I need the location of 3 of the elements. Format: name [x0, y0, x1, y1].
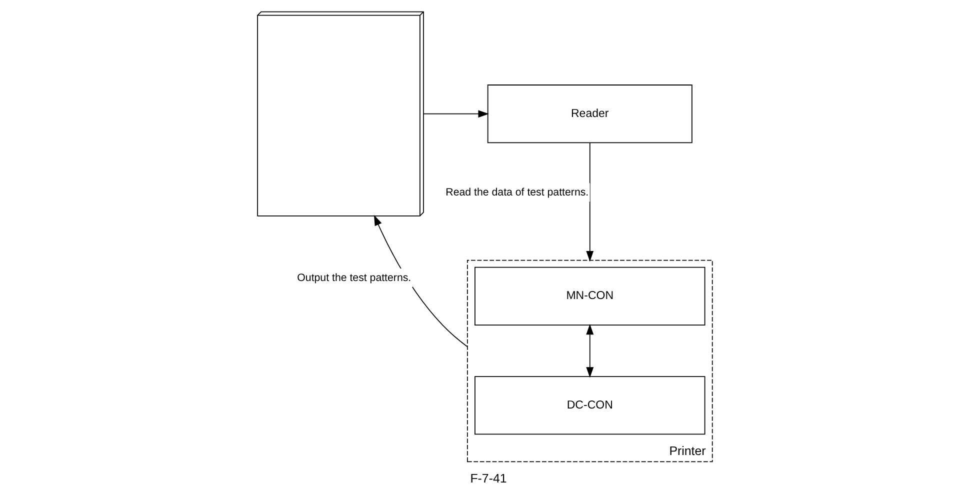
caption: F-7-41 [470, 471, 507, 486]
edge-label: Read the data of test patterns. [446, 186, 589, 199]
edge-label: Output the test patterns. [297, 272, 412, 284]
